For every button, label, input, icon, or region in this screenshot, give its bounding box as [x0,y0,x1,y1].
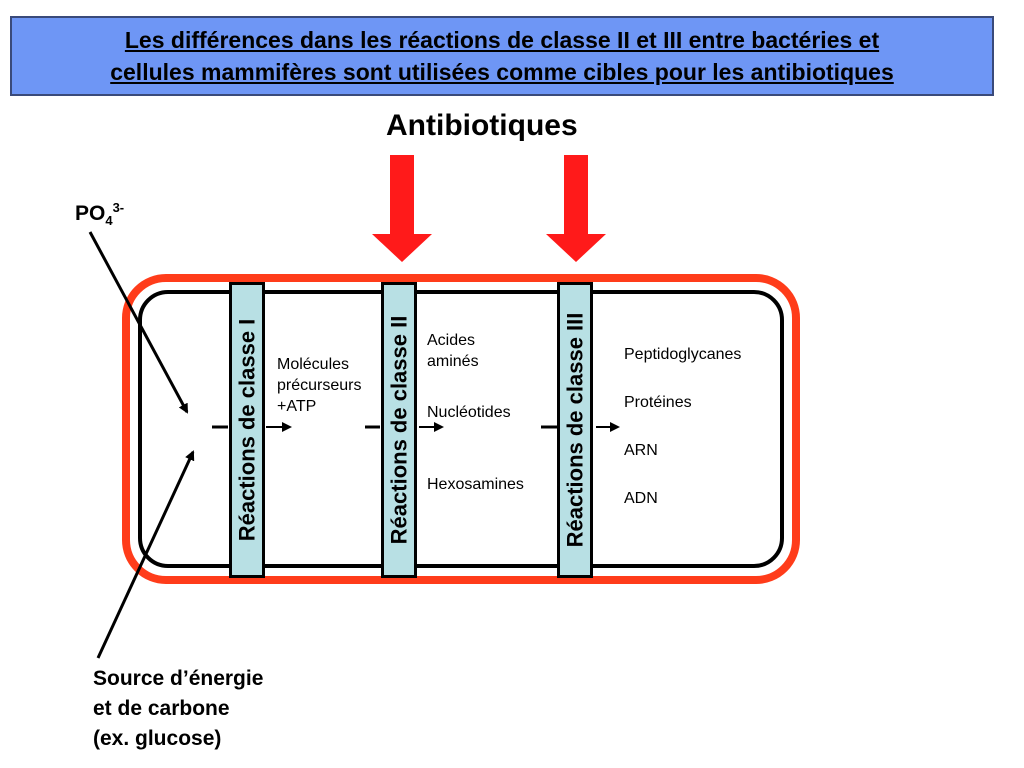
hexosamines-text: Hexosamines [427,476,524,493]
phosphate-base: PO [75,202,106,225]
nucleotides-text: Nucléotides [427,404,511,421]
phosphate-pointer-arrow [88,231,189,414]
reaction-class-1-bar: Réactions de classe I [229,282,265,578]
phosphate-label: PO43- [75,200,124,228]
energy-source-label: Source d’énergie et de carbone (ex. gluc… [93,664,263,754]
products-list: Peptidoglycanes Protéines ARN ADN [624,344,741,536]
amino-acids-text: Acides aminés [427,330,479,372]
reaction-class-2-bar: Réactions de classe II [381,282,417,578]
precursors-line-1: Molécules [277,356,350,373]
precursors-text: Molécules précurseurs +ATP [277,354,361,417]
energy-source-line-2: et de carbone [93,697,230,720]
antibiotics-label: Antibiotiques [386,109,578,142]
phosphate-superscript: 3- [112,200,125,215]
title-line-1: Les différences dans les réactions de cl… [124,27,880,53]
reaction-class-2-label: Réactions de classe II [386,315,412,545]
amino-acids-line-1: Acides [427,332,476,349]
reaction-class-3-bar: Réactions de classe III [557,282,593,578]
phosphate-subscript: 4 [105,213,113,229]
precursors-line-3: +ATP [277,398,317,415]
source-pointer-arrow [96,450,195,659]
product-adn: ADN [624,490,658,507]
product-proteines: Protéines [624,394,692,411]
cell-wall [122,274,800,584]
antibiotic-arrow-class2 [372,155,432,262]
reaction-class-1-label: Réactions de classe I [234,318,259,542]
product-arn: ARN [624,442,658,459]
energy-source-line-1: Source d’énergie [93,667,264,690]
precursors-line-2: précurseurs [277,377,362,394]
reaction-class-3-label: Réactions de classe III [562,312,587,548]
amino-acids-line-2: aminés [427,353,479,370]
cell-membrane [138,290,784,568]
title-banner: Les différences dans les réactions de cl… [10,16,994,96]
energy-source-line-3: (ex. glucose) [93,727,222,750]
title-line-2: cellules mammifères sont utilisées comme… [110,59,894,85]
product-peptidoglycanes: Peptidoglycanes [624,346,742,363]
antibiotic-arrow-class3 [546,155,606,262]
